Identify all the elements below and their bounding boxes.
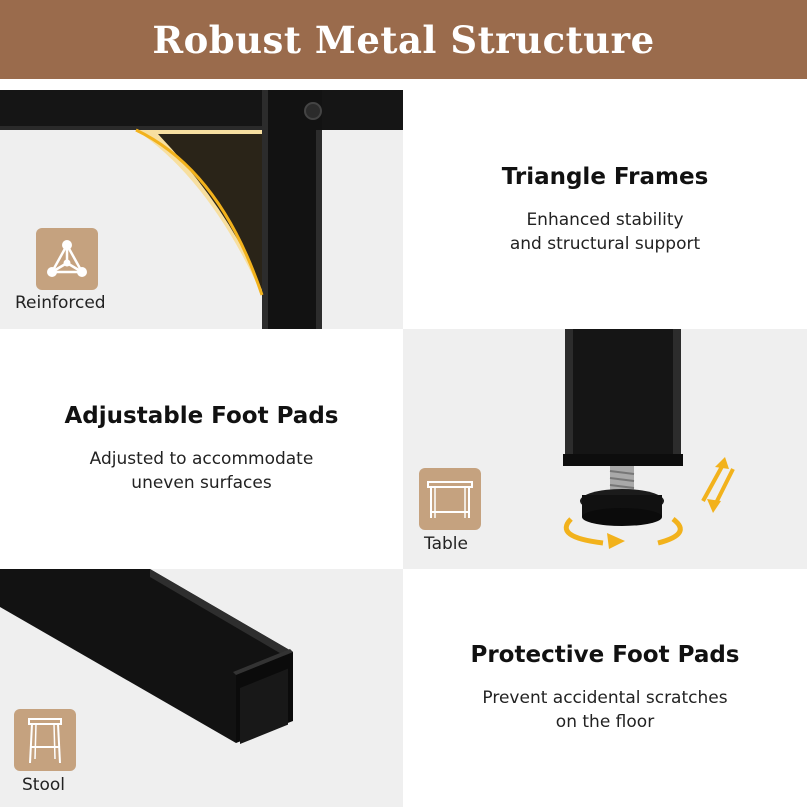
feature-desc-line-1: Enhanced stability: [526, 209, 684, 230]
table-badge: [419, 468, 481, 530]
feature-desc-line-2: and structural support: [509, 233, 701, 254]
feature-title: Adjustable Foot Pads: [64, 403, 339, 429]
feature-desc-line-2: uneven surfaces: [131, 473, 272, 493]
header-banner: Robust Metal Structure: [0, 0, 807, 79]
protective-foot-photo: Stool: [0, 569, 403, 807]
triangle-frames-section: Triangle Frames Enhanced stability and s…: [403, 90, 807, 329]
adjustable-foot-illustration: [403, 329, 807, 569]
triangle-nodes-icon: [47, 240, 87, 277]
feature-desc-line-1: Prevent accidental scratches: [482, 688, 728, 708]
feature-desc-line-1: Adjusted to accommodate: [89, 449, 314, 469]
square-leg-illustration: [0, 569, 403, 807]
triangle-frame-photo: Reinforced: [0, 90, 403, 329]
reinforced-label: Reinforced: [15, 293, 106, 313]
stool-badge: [14, 709, 76, 771]
reinforced-badge: [36, 228, 98, 290]
adjustable-foot-photo: Table: [403, 329, 807, 569]
feature-title: Triangle Frames: [501, 163, 709, 190]
page-title: Robust Metal Structure: [152, 17, 655, 62]
bar-stool-icon: [28, 718, 62, 764]
adjustable-foot-pads-section: Adjustable Foot Pads Adjusted to accommo…: [0, 329, 403, 569]
table-label: Table: [424, 534, 468, 554]
console-table-icon: [427, 481, 473, 518]
stool-label: Stool: [22, 775, 65, 795]
feature-title: Protective Foot Pads: [470, 642, 740, 668]
protective-foot-pads-section: Protective Foot Pads Prevent accidental …: [403, 569, 807, 807]
feature-desc-line-2: on the floor: [555, 712, 655, 732]
